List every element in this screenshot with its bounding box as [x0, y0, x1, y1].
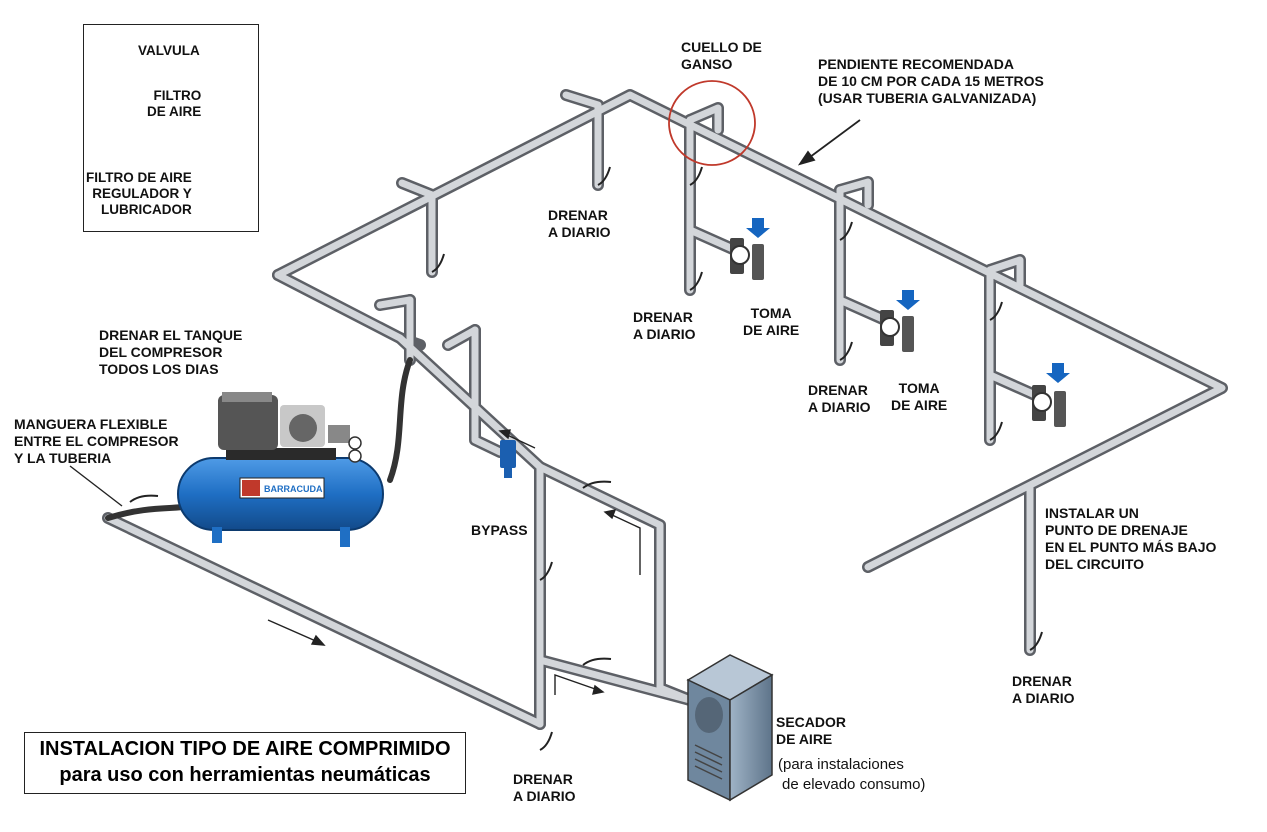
legend-frl: FILTRO DE AIRE REGULADOR Y LUBRICADOR — [86, 170, 192, 217]
label-drenar-3: DRENAR A DIARIO — [808, 382, 871, 415]
title-line-1: INSTALACION TIPO DE AIRE COMPRIMIDO — [39, 738, 451, 760]
gooseneck-highlight — [668, 80, 756, 166]
label-drenar-tanque: DRENAR EL TANQUE DEL COMPRESOR TODOS LOS… — [99, 327, 243, 377]
label-pendiente: PENDIENTE RECOMENDADA DE 10 CM POR CADA … — [818, 56, 1044, 106]
label-secador: SECADOR DE AIRE — [776, 714, 847, 747]
bypass-filter — [500, 440, 516, 478]
compressor-brand: BARRACUDA — [264, 484, 323, 494]
label-toma-2: TOMA DE AIRE — [891, 380, 948, 413]
frl-unit-2 — [880, 290, 920, 352]
drain-valves — [129, 166, 1043, 751]
compressor: BARRACUDA — [177, 392, 384, 547]
label-drenar-5: DRENAR A DIARIO — [513, 771, 576, 804]
slope-arrow — [797, 119, 861, 166]
label-cuello-ganso: CUELLO DE GANSO — [681, 39, 762, 72]
flow-arrows — [267, 429, 641, 695]
label-drenar-4: DRENAR A DIARIO — [1012, 673, 1075, 706]
label-toma-1: TOMA DE AIRE — [743, 305, 800, 338]
label-drenar-1: DRENAR A DIARIO — [548, 207, 611, 240]
frl-unit-3 — [1032, 363, 1070, 427]
legend-valvula: VALVULA — [138, 43, 200, 58]
label-secador-nota: (para instalaciones de elevado consumo) — [778, 756, 926, 793]
label-drenar-2: DRENAR A DIARIO — [633, 309, 696, 342]
legend — [83, 24, 259, 232]
label-bypass: BYPASS — [471, 522, 528, 538]
pipe-network — [102, 89, 1228, 730]
frl-unit-1 — [730, 218, 770, 280]
title-line-2: para uso con herramientas neumáticas — [59, 764, 431, 786]
legend-filtro: FILTRO DE AIRE — [147, 88, 202, 119]
label-manguera: MANGUERA FLEXIBLE ENTRE EL COMPRESOR Y L… — [14, 416, 179, 466]
air-dryer — [686, 654, 774, 802]
title-box: INSTALACION TIPO DE AIRE COMPRIMIDO para… — [24, 732, 466, 794]
label-instalar-drenaje: INSTALAR UN PUNTO DE DRENAJE EN EL PUNTO… — [1045, 505, 1217, 572]
